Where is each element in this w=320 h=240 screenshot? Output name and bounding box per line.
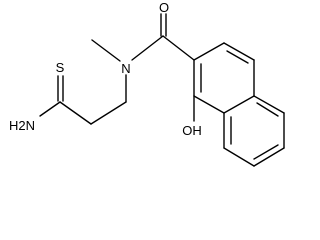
ring-bond-c4a-c5 xyxy=(253,95,285,114)
ring-bond-c7-c8 xyxy=(223,147,255,167)
n-methyl-bond xyxy=(91,39,121,62)
ring-bond-c3-c4 xyxy=(223,42,255,61)
ring-bond-c6-c7-inner xyxy=(253,144,279,160)
ring-bond-c6-c7 xyxy=(253,147,285,167)
ring-bond-c8a-c1 xyxy=(193,95,225,114)
ring-bond-c4a-c8a xyxy=(223,95,255,114)
chemical-structure-diagram: O N S H2N OH xyxy=(9,0,285,167)
carbonyl-oxygen-label: O xyxy=(159,0,169,15)
amide-nitrogen-label: N xyxy=(121,61,130,76)
thioamide-amine-label: H2N xyxy=(9,118,35,133)
ch2-to-thioamide-carbon-bond xyxy=(59,101,92,125)
carbonyl-to-nitrogen-bond xyxy=(131,35,164,61)
ring-bond-c2-c3 xyxy=(193,42,225,61)
thioamide-carbon-to-amine-bond xyxy=(39,101,61,117)
hydroxyl-label: OH xyxy=(182,123,202,138)
ring-bond-c4a-c5-inner xyxy=(256,102,279,117)
ch2-to-ch2-bond xyxy=(90,101,127,125)
carbonyl-to-ring-bond xyxy=(162,35,195,61)
ring-bond-c3-c4-inner xyxy=(226,50,249,64)
thioamide-sulfur-label: S xyxy=(56,60,65,75)
